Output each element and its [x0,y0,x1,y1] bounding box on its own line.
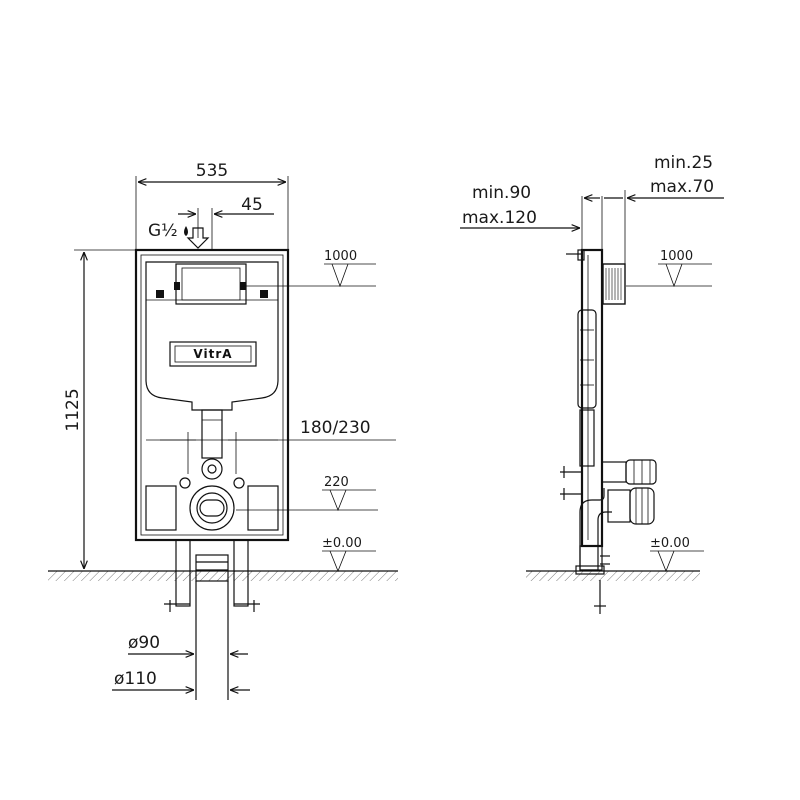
front-floor [48,570,398,581]
waste-outlet [189,485,235,531]
front-view: VitrA [48,161,398,700]
brand-logo-plate [169,341,257,367]
dim-side-floor-level: ±0.00 [650,536,690,551]
dim-offset: 45 [241,195,263,215]
dim-cover-max: max.70 [650,177,714,197]
dim-wall-depth-max: max.120 [462,208,537,228]
side-view: min.90 max.120 min.25 max.70 1000 ±0.00 [460,153,724,614]
waste-bend-pipe [579,487,655,571]
side-floor [526,570,700,581]
dim-outlet-height: 220 [324,475,349,490]
flush-plate-side [602,263,626,305]
dim-pipe-diameter: ø90 [128,633,160,653]
dim-pipe-outer-diameter: ø110 [114,669,157,689]
brand-logo: VitrA [193,347,232,361]
dim-cover-min: min.25 [654,153,713,173]
dim-side-flush-height: 1000 [660,249,693,264]
water-inlet-label: G½ [148,221,178,241]
dim-width: 535 [196,161,228,181]
dim-height: 1125 [63,388,83,431]
water-drop-icon [184,226,188,236]
dim-wall-depth-min: min.90 [472,183,531,203]
dim-flush-height: 1000 [324,249,357,264]
dim-pipe-height: 180/230 [300,418,371,438]
front-frame [134,248,290,542]
dim-floor-level: ±0.00 [322,536,362,551]
